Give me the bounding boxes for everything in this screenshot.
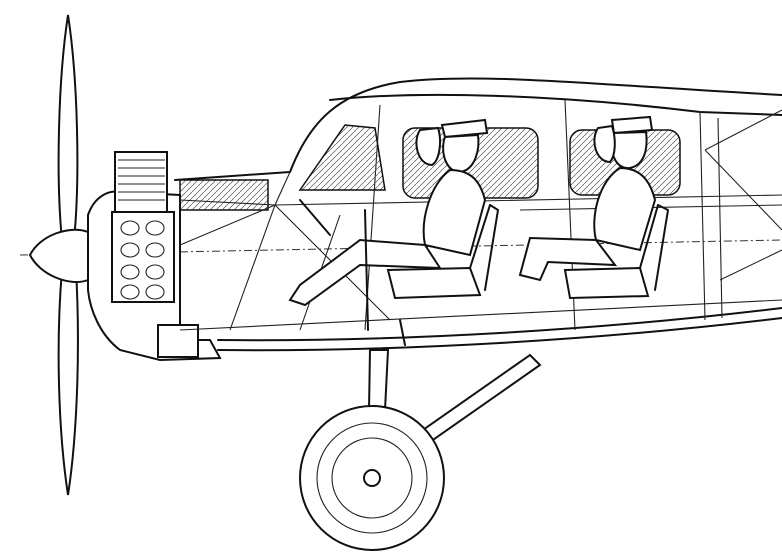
center-line xyxy=(19,239,782,256)
engine xyxy=(87,151,269,362)
windshield xyxy=(298,124,386,191)
propeller-spinner xyxy=(28,228,89,283)
passenger-figures xyxy=(518,115,669,300)
fuel-tank xyxy=(179,179,269,211)
engine-cylinder-head xyxy=(114,151,168,213)
passenger-seat xyxy=(563,266,650,300)
pilot-seat xyxy=(386,266,482,300)
landing-gear xyxy=(299,349,542,551)
pilot-figure xyxy=(288,118,499,307)
control-column xyxy=(299,199,406,346)
oil-sump xyxy=(157,324,199,358)
propeller xyxy=(28,14,89,496)
wheel-hub xyxy=(363,469,381,487)
